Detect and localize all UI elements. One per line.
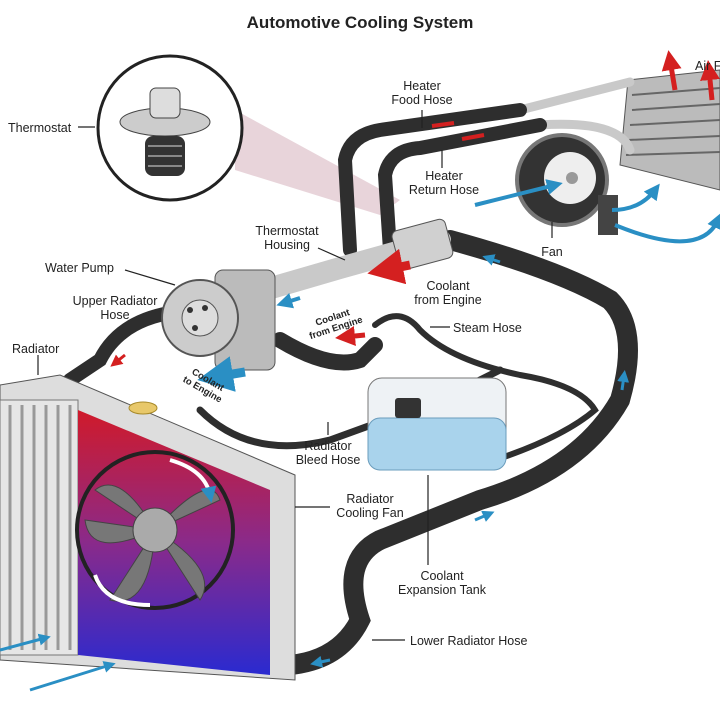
leader-line — [317, 247, 346, 261]
hot-flow-marker — [461, 133, 485, 141]
label-radiator: Radiator — [12, 342, 59, 356]
label-thermostat: Thermostat — [8, 121, 72, 135]
heater-food-hose — [337, 103, 527, 257]
radiator-cooling-fan — [75, 450, 235, 610]
rotation-arrow-icon — [169, 458, 217, 503]
intake-air-arrow-icon — [474, 179, 563, 207]
water-pump — [161, 269, 276, 371]
outlet-air-arrow-icon — [614, 212, 720, 244]
upper-radiator-hose — [63, 305, 182, 387]
flow-arrow-icon — [482, 254, 501, 266]
heater-core — [619, 69, 720, 191]
hot-flow-marker — [431, 121, 455, 128]
diagram-title: Automotive Cooling System — [247, 13, 474, 32]
label-steam-hose: Steam Hose — [453, 321, 522, 335]
label-air-flow: Air F — [695, 59, 720, 73]
blower-fan — [515, 133, 618, 235]
label-coolant-to-engine: Coolantto Engine — [181, 365, 229, 406]
coolant-to-engine-arrow-icon — [197, 356, 246, 392]
label-lower-radiator-hose: Lower Radiator Hose — [410, 634, 527, 648]
air-intake-arrow-icon — [0, 633, 51, 652]
leader-line — [124, 269, 176, 286]
steam-hose — [372, 313, 599, 468]
label-fan: Fan — [541, 245, 563, 259]
inset-zoom-shade — [235, 110, 400, 215]
rotation-arrow-icon — [93, 574, 151, 607]
outlet-air-arrow-icon — [611, 183, 660, 212]
heater-pipe — [515, 77, 635, 115]
engine-return-hose — [272, 332, 383, 371]
flow-arrow-icon — [276, 292, 301, 309]
flow-arrow-icon — [474, 510, 495, 522]
coolant-from-engine-arrow-icon — [335, 326, 366, 346]
heater-pipe — [535, 119, 635, 155]
coolant-from-engine-arrow-icon — [367, 248, 411, 285]
flow-arrow-icon — [310, 655, 331, 668]
label-water-pump: Water Pump — [45, 261, 114, 275]
thermostat-inset — [96, 54, 244, 202]
air-flow-arrow-icon — [700, 60, 720, 101]
lower-radiator-hose — [280, 230, 638, 675]
heater-return-hose — [377, 118, 547, 257]
flow-arrow-icon — [617, 370, 630, 391]
coolant-expansion-tank — [367, 377, 507, 471]
air-flow-arrow-icon — [661, 50, 682, 91]
air-intake-arrow-icon — [29, 661, 116, 692]
hot-flow-marker — [110, 353, 126, 367]
